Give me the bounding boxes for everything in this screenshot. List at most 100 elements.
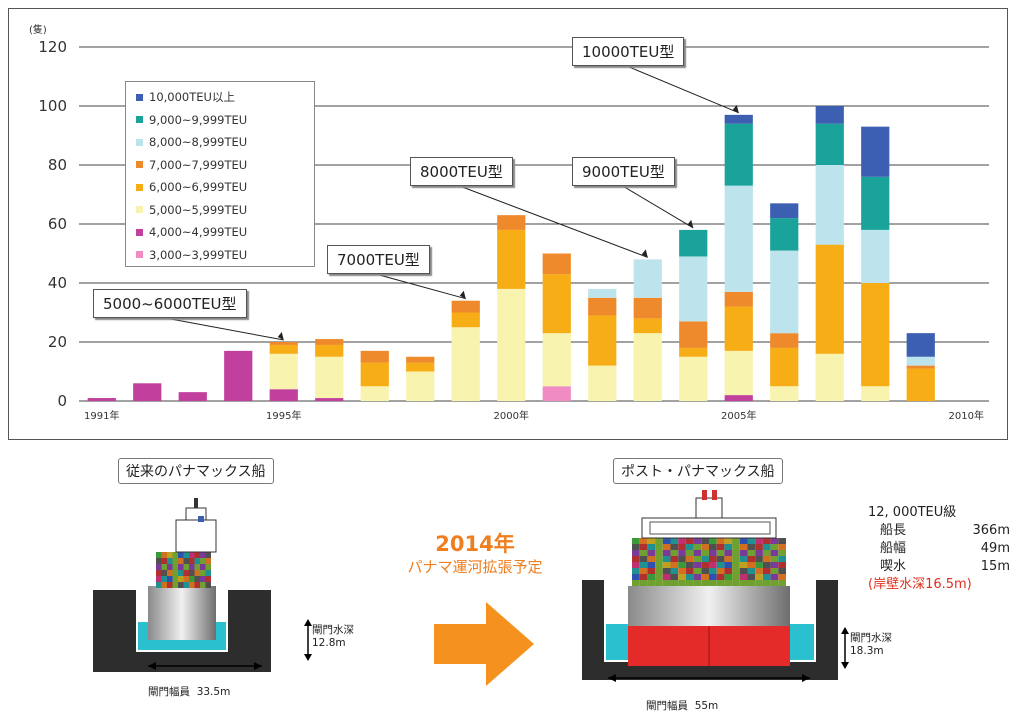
bar-segment xyxy=(633,259,662,298)
container-block xyxy=(200,558,206,564)
container-block xyxy=(194,552,200,558)
container-block xyxy=(678,580,686,586)
container-block xyxy=(739,550,748,556)
bar-segment xyxy=(815,106,844,124)
container-block xyxy=(200,552,206,558)
container-block xyxy=(670,574,679,580)
container-block xyxy=(194,582,200,588)
container-block xyxy=(639,538,648,544)
container-block xyxy=(739,580,748,586)
bar-segment xyxy=(724,114,753,124)
container-block xyxy=(716,562,725,568)
container-block xyxy=(678,574,686,580)
container-block xyxy=(732,568,740,574)
bar-segment xyxy=(633,333,662,401)
container-block xyxy=(709,568,717,574)
bar-segment xyxy=(542,386,571,401)
container-block xyxy=(189,582,195,588)
container-block xyxy=(639,556,648,562)
container-block xyxy=(701,562,709,568)
bar-segment xyxy=(679,321,708,348)
bar-segment xyxy=(724,291,753,307)
callout-arrowhead xyxy=(687,219,694,228)
container-block xyxy=(762,568,771,574)
right-width-label: 閘門幅員 55m xyxy=(646,700,719,712)
container-block xyxy=(662,568,671,574)
bar-segment xyxy=(861,386,890,401)
container-block xyxy=(701,580,709,586)
container-block xyxy=(161,552,167,558)
container-block xyxy=(161,558,167,564)
bar-segment xyxy=(906,368,935,401)
container-block xyxy=(647,574,656,580)
legend-item: 10,000TEU以上 xyxy=(136,86,308,109)
bar-segment xyxy=(906,356,935,366)
bar-segment xyxy=(679,347,708,357)
container-block xyxy=(770,568,779,574)
bar-segment xyxy=(269,389,298,401)
callout-10000teu: 10000TEU型 xyxy=(572,37,685,66)
legend-label: 9,000~9,999TEU xyxy=(149,112,248,127)
container-block xyxy=(200,576,206,582)
container-block xyxy=(709,562,717,568)
bar-segment xyxy=(724,350,753,396)
bar-segment xyxy=(87,398,116,401)
container-block xyxy=(655,544,663,550)
container-block xyxy=(716,556,725,562)
container-block xyxy=(161,582,167,588)
legend-item: 4,000~4,999TEU xyxy=(136,221,308,244)
container-block xyxy=(747,580,756,586)
container-block xyxy=(685,550,694,556)
container-block xyxy=(183,564,189,570)
container-block xyxy=(639,550,648,556)
container-block xyxy=(156,558,162,564)
container-block xyxy=(178,552,184,558)
container-block xyxy=(194,570,200,576)
bar-segment xyxy=(861,126,890,177)
container-block xyxy=(194,564,200,570)
container-block xyxy=(732,550,740,556)
container-block xyxy=(647,556,656,562)
container-block xyxy=(183,552,189,558)
container-block xyxy=(701,568,709,574)
bar-segment xyxy=(315,339,344,345)
y-tick-label: 100 xyxy=(38,97,67,115)
container-block xyxy=(778,580,786,586)
container-block xyxy=(716,550,725,556)
container-block xyxy=(739,574,748,580)
container-block xyxy=(709,544,717,550)
container-block xyxy=(755,580,763,586)
y-tick-label: 20 xyxy=(48,333,67,351)
bar-segment xyxy=(451,327,480,401)
container-block xyxy=(762,538,771,544)
container-block xyxy=(670,580,679,586)
bar-segment xyxy=(770,347,799,387)
container-block xyxy=(189,576,195,582)
container-block xyxy=(167,570,173,576)
container-block xyxy=(755,574,763,580)
container-block xyxy=(778,544,786,550)
bar-segment xyxy=(770,203,799,219)
container-block xyxy=(194,558,200,564)
arrow-year: 2014年 xyxy=(435,532,515,556)
container-block xyxy=(693,568,702,574)
container-block xyxy=(172,570,178,576)
container-block xyxy=(200,570,206,576)
bar-segment xyxy=(542,253,571,275)
x-tick-label: 1995年 xyxy=(266,409,301,422)
container-block xyxy=(172,558,178,564)
bar-segment xyxy=(497,288,526,401)
container-block xyxy=(655,580,663,586)
bar-segment xyxy=(815,165,844,245)
legend-item: 7,000~7,999TEU xyxy=(136,154,308,177)
container-block xyxy=(709,580,717,586)
bar-segment xyxy=(724,395,753,401)
container-block xyxy=(709,538,717,544)
container-block xyxy=(678,538,686,544)
left-ship-title: 従来のパナマックス船 xyxy=(118,458,274,484)
container-block xyxy=(755,556,763,562)
container-block xyxy=(161,570,167,576)
bar-segment xyxy=(588,288,617,298)
container-block xyxy=(693,580,702,586)
